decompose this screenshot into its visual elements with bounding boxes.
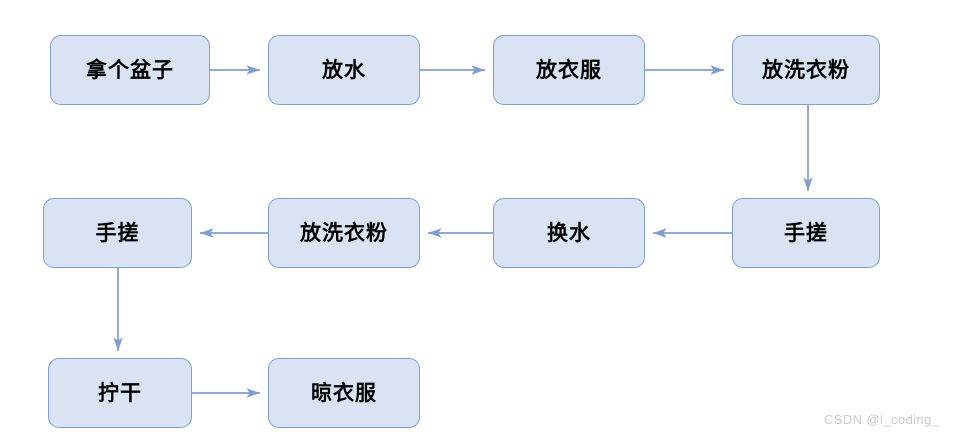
- flow-node-n1[interactable]: 拿个盆子: [50, 35, 210, 105]
- flow-node-n5[interactable]: 手搓: [43, 198, 192, 268]
- flow-node-label: 放水: [322, 58, 366, 82]
- flow-node-label: 拿个盆子: [86, 58, 174, 82]
- flow-node-label: 晾衣服: [311, 381, 377, 405]
- flow-node-label: 手搓: [95, 221, 140, 245]
- flow-node-label: 手搓: [784, 221, 828, 245]
- flow-node-n2[interactable]: 放水: [268, 35, 420, 105]
- watermark-text: CSDN @i_coding_: [824, 412, 940, 427]
- flow-node-n7[interactable]: 换水: [493, 198, 645, 268]
- flow-node-n4[interactable]: 放洗衣粉: [732, 35, 880, 105]
- flow-node-n10[interactable]: 晾衣服: [268, 358, 420, 428]
- flow-node-label: 放洗衣粉: [300, 221, 388, 245]
- flow-node-label: 放洗衣粉: [762, 58, 850, 82]
- flow-node-label: 拧干: [98, 381, 142, 405]
- flow-node-label: 放衣服: [536, 58, 602, 82]
- edge-layer: [113, 65, 813, 398]
- flow-node-n6[interactable]: 放洗衣粉: [268, 198, 420, 268]
- flow-node-label: 换水: [547, 221, 591, 245]
- flow-node-n9[interactable]: 拧干: [48, 358, 192, 428]
- flow-node-n3[interactable]: 放衣服: [493, 35, 645, 105]
- flow-node-n8[interactable]: 手搓: [732, 198, 880, 268]
